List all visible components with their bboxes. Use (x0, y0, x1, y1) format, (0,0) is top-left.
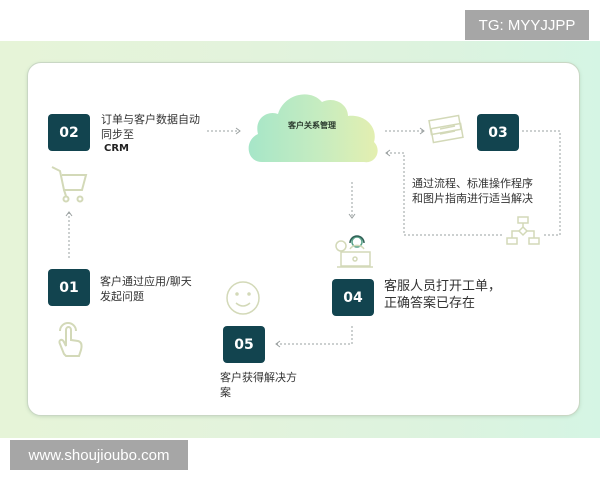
connector-cloud-to-03 (385, 127, 425, 135)
connector-03-loop-back (385, 130, 561, 236)
step-01-text: 客户通过应用/聊天 发起问题 (100, 275, 192, 303)
step-05-badge: 05 (223, 326, 265, 363)
flowchart-icon (506, 216, 540, 245)
step-04-badge: 04 (332, 279, 374, 316)
connector-cloud-to-04 (348, 182, 356, 219)
step-04-text: 客服人员打开工单， 正确答案已存在 (384, 279, 502, 311)
connector-04-to-05 (275, 326, 353, 348)
touch-hand-icon (58, 322, 83, 357)
step-02-badge: 02 (48, 114, 90, 151)
watermark-top: TG: MYYJJPP (465, 10, 589, 40)
support-agent-icon (335, 235, 373, 268)
shopping-cart-icon (51, 166, 88, 203)
step-02-crm: CRM (104, 143, 129, 154)
step-01-badge: 01 (48, 269, 90, 306)
step-05-text: 客户获得解决方 案 (220, 371, 297, 399)
step-03-text: 通过流程、标准操作程序 和图片指南进行适当解决 (412, 177, 533, 205)
connector-01-to-02 (65, 211, 73, 258)
tickets-icon (428, 114, 464, 144)
smiley-face-icon (226, 281, 260, 315)
cloud-icon (248, 94, 378, 163)
cloud-label: 客户关系管理 (288, 121, 336, 130)
step-03-badge: 03 (477, 114, 519, 151)
connector-02-to-cloud (207, 127, 241, 135)
watermark-bottom: www.shoujioubo.com (10, 440, 188, 470)
step-02-text: 订单与客户数据自动 同步至 (101, 113, 200, 141)
